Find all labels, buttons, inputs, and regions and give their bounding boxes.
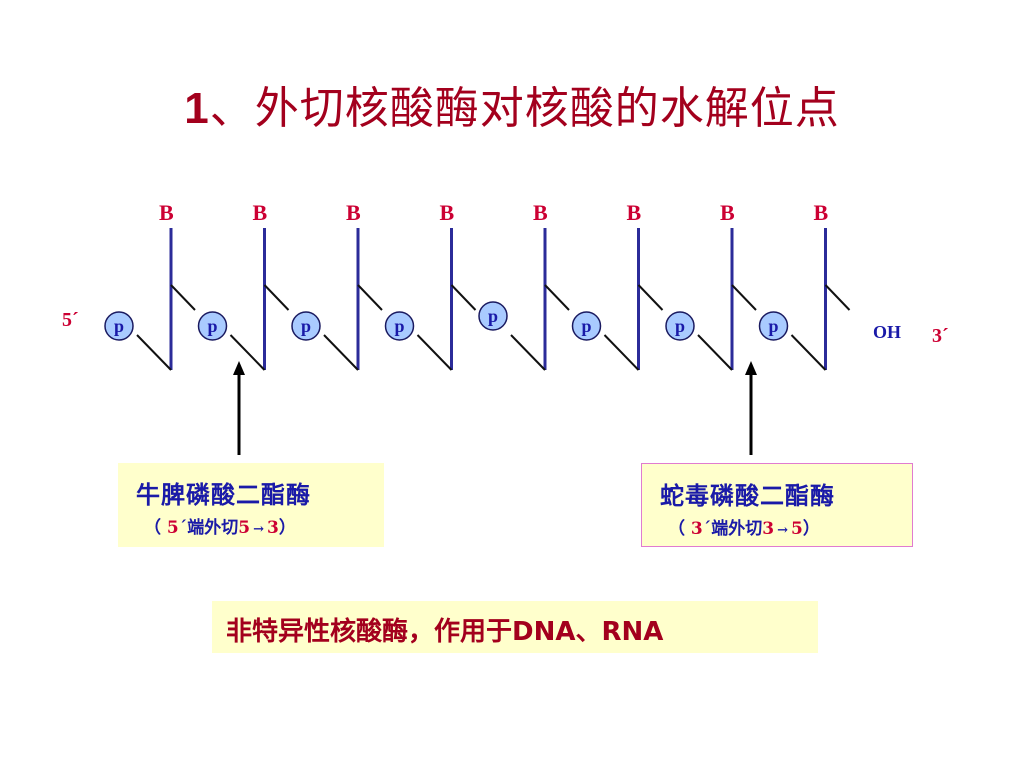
phosphate-label-2: p <box>207 316 217 336</box>
phosphate-circle-7 <box>665 311 695 341</box>
three-prime-label: 3´ <box>932 325 949 347</box>
bond-3prime-4 <box>450 284 477 311</box>
phosphate-circle-1 <box>104 311 134 341</box>
base-label-8: B <box>814 200 829 225</box>
base-label-7: B <box>720 200 735 225</box>
enzyme-name: 牛脾磷酸二酯酶 <box>136 480 311 509</box>
enzyme2-cleavage-arrow <box>745 361 757 455</box>
bond-3prime-3 <box>357 284 383 311</box>
from-end: 5 <box>238 518 251 538</box>
bond-3prime-6 <box>637 284 664 311</box>
phosphate-circle-3 <box>291 311 321 341</box>
phosphate-label-6: p <box>581 316 591 336</box>
phosphate-circle-2 <box>197 311 228 341</box>
title-text: 、外切核酸酶对核酸的水解位点 <box>209 83 840 134</box>
phosphate-label-1: p <box>114 316 124 336</box>
phosphate-circle-6 <box>571 311 602 341</box>
phosphate-label-8: p <box>768 316 778 336</box>
base-label-3: B <box>346 200 361 225</box>
direction-text: ´端外切 <box>702 519 763 539</box>
bond-5prime-3 <box>323 334 359 371</box>
phosphate-label-4: p <box>394 316 404 336</box>
base-label-1: B <box>159 200 174 225</box>
base-label-4: B <box>440 200 455 225</box>
bond-5prime-6 <box>603 334 640 371</box>
bond-5prime-5 <box>510 334 546 371</box>
phosphate-circle-8 <box>758 311 789 341</box>
direction-arrow-icon: → <box>777 523 789 538</box>
direction-arrow-icon: → <box>253 522 265 537</box>
direction-text: ´端外切 <box>178 518 239 538</box>
bond-5prime-4 <box>416 334 453 371</box>
bond-5prime-1 <box>136 334 172 371</box>
paren-close: ） <box>278 518 296 538</box>
title-number: 1 <box>184 84 210 133</box>
enzyme-box-snake-venom: 蛇毒磷酸二酯酶 （ 3´端外切3→5） <box>641 463 913 547</box>
paren-open: （ <box>144 518 167 538</box>
page-title: 1、外切核酸酶对核酸的水解位点 <box>0 72 1024 136</box>
start-end: 5 <box>166 518 179 538</box>
start-end: 3 <box>690 519 703 539</box>
phosphate-label-3: p <box>301 316 311 336</box>
note-text: 非特异性核酸酶，作用于DNA、RNA <box>226 617 664 647</box>
enzyme-direction: （ 3´端外切3→5） <box>668 514 820 539</box>
enzyme-name: 蛇毒磷酸二酯酶 <box>660 481 835 510</box>
phosphate-circle-4 <box>384 311 415 341</box>
bond-5prime-8 <box>790 334 827 371</box>
base-label-2: B <box>253 200 268 225</box>
bond-3prime-8 <box>824 284 851 311</box>
bond-3prime-5 <box>544 284 570 311</box>
enzyme-box-bovine-spleen: 牛脾磷酸二酯酶 （ 5´端外切5→3） <box>118 463 384 547</box>
paren-open: （ <box>668 519 691 539</box>
bond-5prime-2 <box>229 334 266 371</box>
note-box: 非特异性核酸酶，作用于DNA、RNA <box>212 601 818 653</box>
base-label-5: B <box>533 200 548 225</box>
bond-3prime-1 <box>170 284 196 311</box>
to-end: 3 <box>267 518 279 538</box>
bond-3prime-2 <box>263 284 290 311</box>
oh-label: OH <box>873 322 901 342</box>
paren-close: ） <box>802 519 820 539</box>
bond-3prime-7 <box>731 284 757 311</box>
five-prime-label: 5´ <box>62 309 79 331</box>
phosphate-label-7: p <box>675 316 685 336</box>
enzyme-direction: （ 5´端外切5→3） <box>144 513 296 538</box>
to-end: 5 <box>791 519 803 539</box>
enzyme1-cleavage-arrow <box>233 361 245 455</box>
base-label-6: B <box>627 200 642 225</box>
phosphate-circle-5 <box>478 301 508 331</box>
phosphate-label-5: p <box>488 306 498 326</box>
bond-5prime-7 <box>697 334 733 371</box>
from-end: 3 <box>762 519 775 539</box>
